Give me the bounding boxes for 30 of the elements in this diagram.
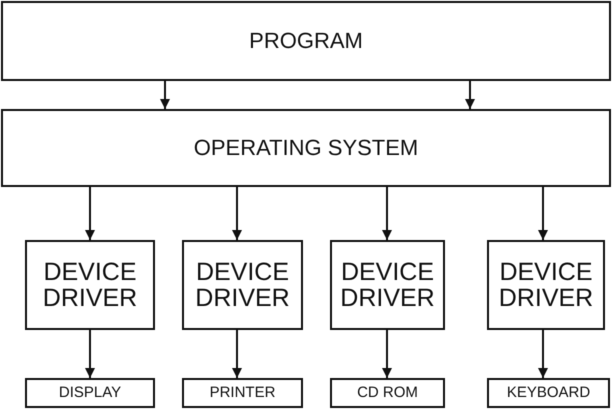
node-label: DEVICE DRIVER — [42, 258, 138, 312]
node-label: DEVICE DRIVER — [194, 258, 291, 312]
arrow — [85, 187, 95, 240]
node-label: OPERATING SYSTEM — [194, 136, 418, 160]
arrow — [538, 187, 548, 240]
node-label: PRINTER — [210, 385, 276, 401]
arrow — [232, 187, 242, 240]
driver-box — [25, 240, 155, 330]
title-box — [1, 1, 611, 81]
arrow — [232, 330, 242, 378]
arrow — [382, 330, 392, 378]
node-label: DISPLAY — [58, 385, 122, 401]
arrow — [538, 330, 548, 378]
arrow — [85, 330, 95, 378]
driver-box — [330, 240, 445, 330]
node-label: PROGRAM — [249, 29, 363, 53]
system-box — [1, 109, 611, 187]
node-label: CD ROM — [357, 385, 418, 401]
device-box — [182, 378, 303, 408]
device-box — [25, 378, 155, 408]
device-box — [330, 378, 445, 408]
node-label: KEYBOARD — [506, 385, 590, 401]
driver-box — [487, 240, 605, 330]
arrow — [382, 187, 392, 240]
driver-box — [182, 240, 303, 330]
arrow — [465, 81, 475, 109]
node-label: DEVICE DRIVER — [339, 258, 436, 312]
arrow — [160, 81, 170, 109]
device-box — [487, 378, 610, 408]
node-label: DEVICE DRIVER — [498, 258, 594, 312]
